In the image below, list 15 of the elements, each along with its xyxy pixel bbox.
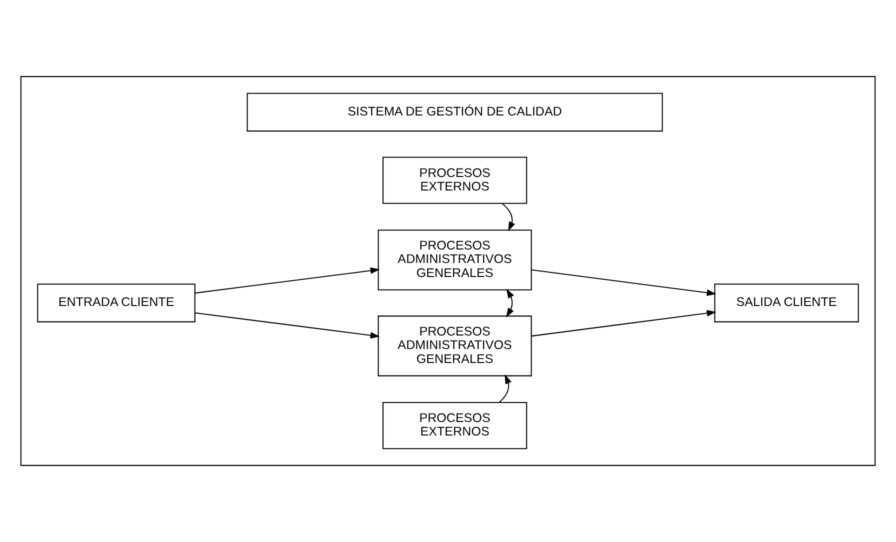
arrow [531,269,716,296]
arrow [194,267,380,294]
node-box: SALIDA CLIENTE [714,284,859,322]
node-box: PROCESOS EXTERNOS [382,156,528,204]
arrow [502,203,516,232]
arrow [506,288,514,318]
node-box: ENTRADA CLIENTE [37,284,196,322]
arrow [499,374,512,403]
node-box: PROCESOS EXTERNOS [382,402,528,450]
node-box: PROCESOS ADMINISTRATIVOS GENERALES [378,316,532,376]
node-box: SISTEMA DE GESTIÓN DE CALIDAD [246,92,663,132]
arrow [194,312,380,339]
arrow [531,310,716,337]
node-box: PROCESOS ADMINISTRATIVOS GENERALES [378,230,532,290]
cluster [20,76,876,466]
